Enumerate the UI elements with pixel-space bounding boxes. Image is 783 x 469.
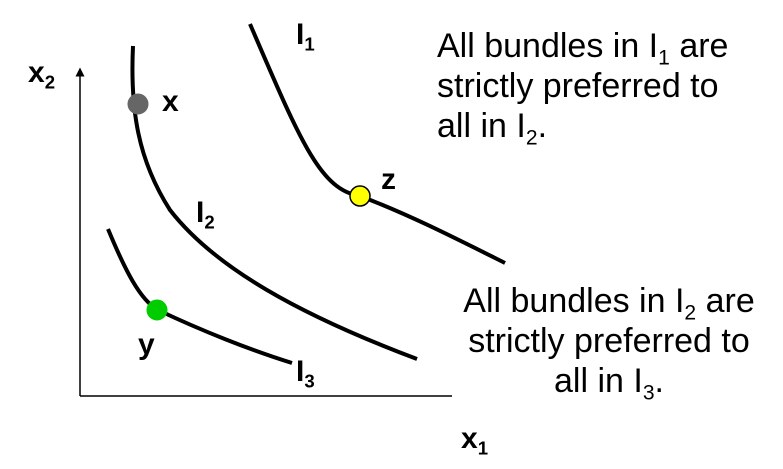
y-axis-label: x2 [28, 56, 56, 93]
point-y-marker [146, 299, 168, 321]
curve-label-i3: I3 [296, 355, 315, 392]
point-label-x: x [162, 85, 179, 118]
curve-i3 [106, 228, 293, 365]
note-top-line-3: all in I2. [437, 107, 548, 150]
note-top-line-1: All bundles in I1 are [437, 27, 729, 70]
point-label-y: y [138, 328, 155, 361]
point-z-marker [349, 185, 371, 207]
note-bottom-line-1: All bundles in I2 are [463, 282, 755, 325]
curve-label-i2: I2 [196, 196, 215, 233]
note-top: All bundles in I1 are strictly preferred… [437, 26, 729, 150]
note-top-line-2: strictly preferred to [437, 67, 719, 105]
note-bottom-line-3: all in I3. [553, 362, 664, 405]
point-label-z: z [381, 163, 396, 196]
x-axis-label: x1 [461, 422, 489, 459]
point-x-marker [127, 93, 149, 115]
curve-label-i1: I1 [296, 18, 315, 55]
note-bottom-line-2: strictly preferred to [468, 322, 750, 360]
note-bottom: All bundles in I2 are strictly preferred… [444, 281, 774, 405]
